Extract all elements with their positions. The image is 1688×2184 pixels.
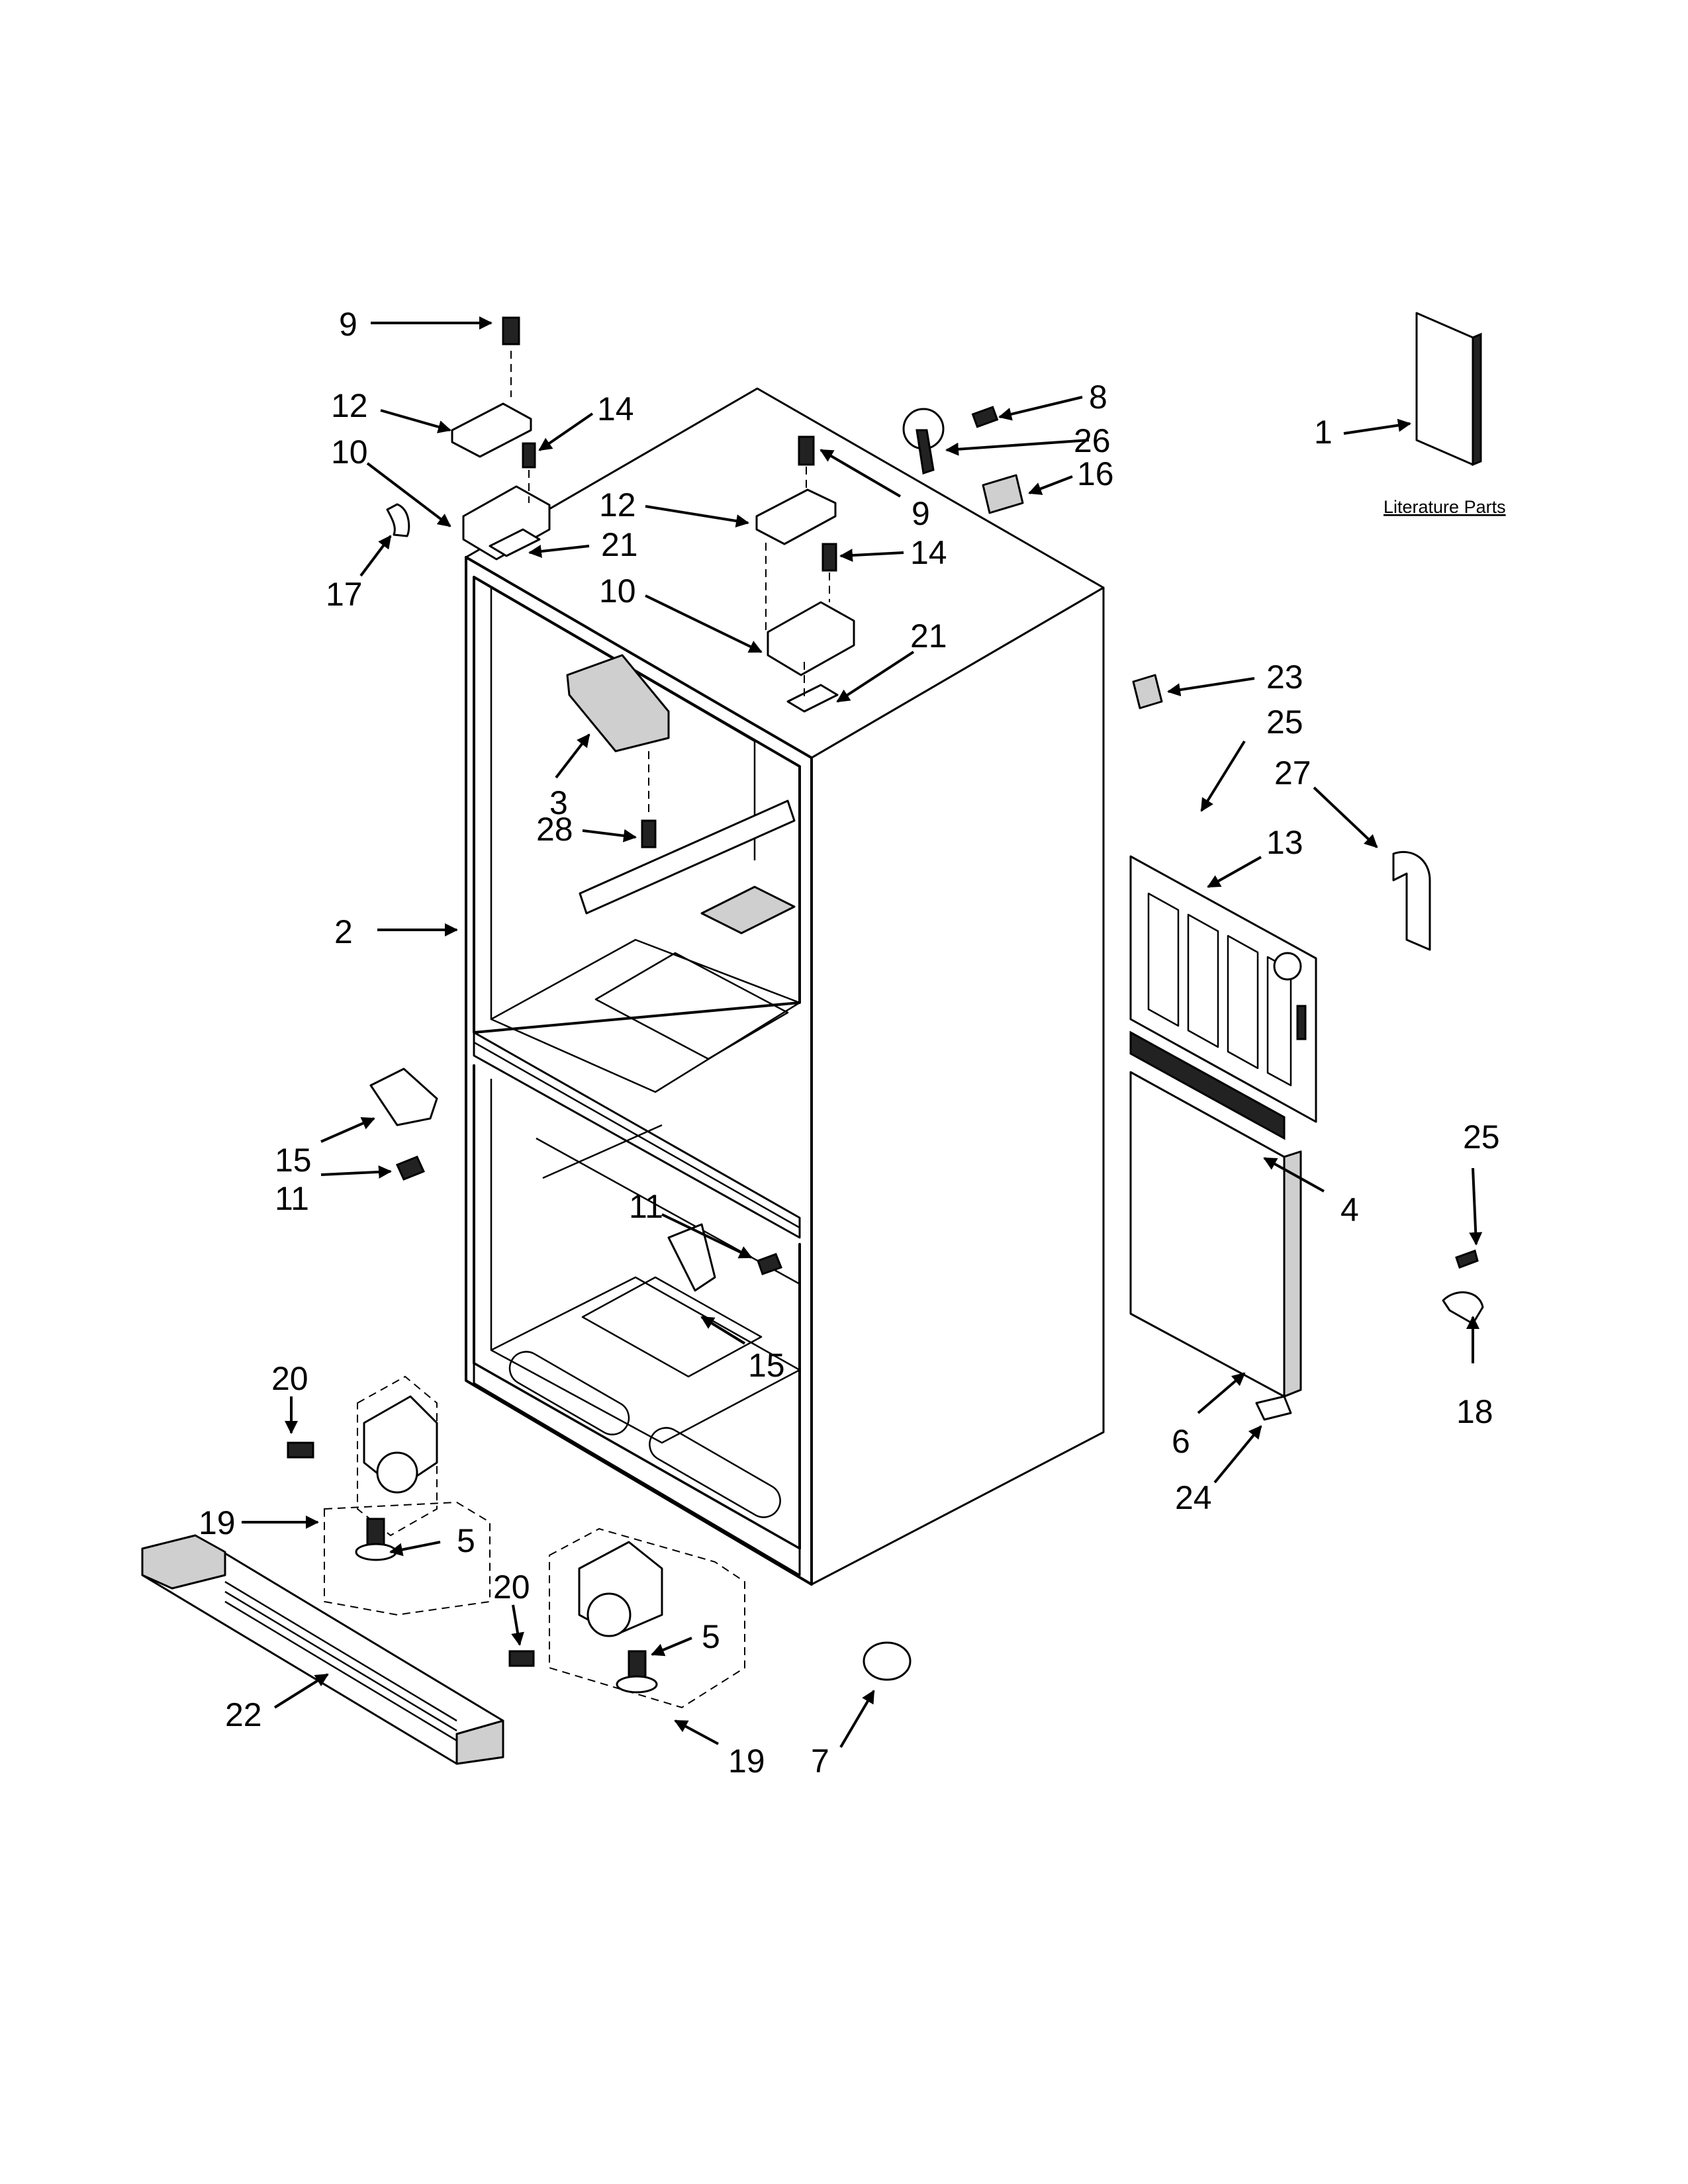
top-right-fittings xyxy=(902,406,1024,514)
callout-2: 2 xyxy=(334,913,353,950)
callout-1: 1 xyxy=(1314,414,1333,451)
callout-23: 23 xyxy=(1266,659,1303,696)
callout-26: 26 xyxy=(1074,422,1111,459)
callout-19: 19 xyxy=(728,1743,765,1780)
callout-21: 21 xyxy=(601,526,638,563)
callout-14: 14 xyxy=(597,390,634,428)
callout-20: 20 xyxy=(493,1569,530,1606)
refrigerator-cabinet xyxy=(465,387,1105,1586)
callout-7: 7 xyxy=(811,1743,829,1780)
callout-15: 15 xyxy=(275,1142,312,1179)
callout-12: 12 xyxy=(599,486,636,523)
callout-10: 10 xyxy=(599,572,636,610)
callout-19: 19 xyxy=(199,1504,236,1541)
grommet xyxy=(863,1641,912,1681)
callout-21: 21 xyxy=(910,617,947,655)
side-brackets xyxy=(369,1068,782,1292)
callout-22: 22 xyxy=(225,1696,262,1733)
callout-20: 20 xyxy=(271,1360,308,1397)
callout-4: 4 xyxy=(1340,1191,1359,1228)
callout-24: 24 xyxy=(1175,1479,1212,1516)
clips xyxy=(1132,674,1484,1421)
callout-12: 12 xyxy=(331,387,368,424)
callout-27: 27 xyxy=(1274,754,1311,792)
callout-16: 16 xyxy=(1077,455,1114,492)
callout-5: 5 xyxy=(702,1618,720,1655)
literature-parts-label: Literature Parts xyxy=(1383,497,1506,517)
callout-25: 25 xyxy=(1463,1118,1500,1156)
callout-11: 11 xyxy=(629,1188,663,1225)
callout-10: 10 xyxy=(331,433,368,471)
callout-14: 14 xyxy=(910,534,947,571)
callout-28: 28 xyxy=(536,811,573,848)
callout-25: 25 xyxy=(1266,704,1303,741)
callout-labels: 9 12 14 10 21 17 12 9 14 10 21 8 26 16 1… xyxy=(199,306,1506,1780)
rear-access-panel xyxy=(1129,855,1317,1123)
leader-lines xyxy=(242,316,1483,1749)
right-roller-assembly xyxy=(508,1527,745,1709)
literature-parts-book xyxy=(1415,312,1482,467)
callout-11: 11 xyxy=(275,1180,309,1217)
callout-8: 8 xyxy=(1089,379,1107,416)
callout-17: 17 xyxy=(326,576,363,613)
callout-9: 9 xyxy=(339,306,357,343)
vent-grille xyxy=(1147,892,1292,1087)
callout-13: 13 xyxy=(1266,824,1303,861)
left-top-hinge-assembly xyxy=(386,316,551,561)
left-roller-assembly xyxy=(287,1375,491,1616)
callout-3: 3 xyxy=(549,784,568,821)
callout-15: 15 xyxy=(748,1347,785,1384)
center-top-hinge-assembly xyxy=(755,435,855,713)
toe-grille xyxy=(141,1534,504,1765)
callout-9: 9 xyxy=(912,495,930,532)
compressor-cover-and-strip xyxy=(1129,1030,1302,1398)
callout-5: 5 xyxy=(457,1522,475,1559)
callout-18: 18 xyxy=(1456,1393,1493,1430)
ice-bin-bracket xyxy=(566,654,670,848)
callout-6: 6 xyxy=(1172,1423,1190,1460)
